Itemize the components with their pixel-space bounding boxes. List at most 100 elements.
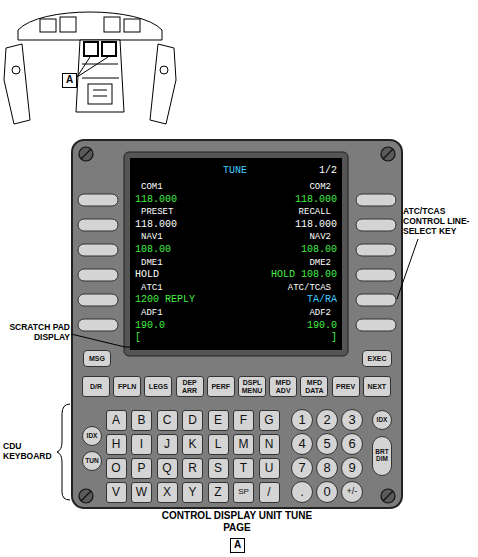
cockpit-sketch bbox=[160, 66, 168, 74]
key-label: A bbox=[234, 540, 241, 551]
key-label: Z bbox=[214, 486, 221, 499]
letter-key: N bbox=[259, 434, 280, 455]
key-label: B bbox=[137, 414, 145, 427]
screen-text: COM2 bbox=[237, 181, 331, 193]
function-key: MFD DATA bbox=[300, 376, 328, 397]
callout-label: CDU KEYBOARD bbox=[3, 441, 55, 461]
letter-key: B bbox=[131, 410, 152, 431]
letter-key: SP bbox=[233, 482, 254, 503]
key-label: 9 bbox=[348, 461, 355, 475]
letter-key: Z bbox=[208, 482, 229, 503]
key-label: F bbox=[240, 414, 247, 427]
screen-text: [ bbox=[135, 332, 235, 344]
key-label: U bbox=[265, 462, 274, 475]
number-key: 0 bbox=[316, 481, 338, 503]
function-key: NEXT bbox=[363, 376, 391, 397]
key-label: MSG bbox=[89, 355, 105, 362]
screws bbox=[79, 147, 395, 503]
key-label: 3 bbox=[348, 413, 355, 427]
letter-key: M bbox=[233, 434, 254, 455]
cdu-bezel bbox=[72, 140, 402, 508]
view-callout: A bbox=[62, 73, 77, 88]
key-label: A bbox=[112, 414, 120, 427]
cockpit-sketch bbox=[150, 44, 176, 124]
cockpit-sketch bbox=[104, 17, 120, 32]
letter-key: A bbox=[106, 410, 127, 431]
key-label: D/R bbox=[90, 383, 102, 390]
letter-key: / bbox=[259, 482, 280, 503]
screen-text: DME1 bbox=[141, 257, 241, 269]
letter-key: H bbox=[106, 434, 127, 455]
key-label: SP bbox=[238, 488, 249, 496]
key-label: R bbox=[188, 462, 197, 475]
key-label: IDX bbox=[87, 433, 98, 440]
leader-lines bbox=[57, 404, 70, 500]
key-label: 6 bbox=[348, 437, 355, 451]
number-key: 9 bbox=[341, 457, 363, 479]
letter-key: O bbox=[106, 458, 127, 479]
cdu-bezel bbox=[130, 158, 342, 350]
screen-text: HOLD bbox=[135, 269, 235, 281]
number-key: 7 bbox=[291, 457, 313, 479]
key-label: K bbox=[188, 438, 196, 451]
cockpit-sketch bbox=[4, 12, 176, 124]
page-number: 1/2 bbox=[237, 165, 337, 177]
screws bbox=[383, 491, 393, 501]
key-label: 4 bbox=[298, 437, 305, 451]
key-label: Q bbox=[162, 462, 171, 475]
key-label: LEGS bbox=[149, 383, 168, 390]
line-select-keys bbox=[78, 269, 118, 281]
screws bbox=[81, 149, 91, 159]
key-label: MFD ADV bbox=[270, 379, 296, 394]
number-key: 1 bbox=[291, 409, 313, 431]
letter-key: R bbox=[182, 458, 203, 479]
key-label: E bbox=[214, 414, 222, 427]
letter-key: Y bbox=[182, 482, 203, 503]
letter-key: G bbox=[259, 410, 280, 431]
letter-key: P bbox=[131, 458, 152, 479]
key-label: 1 bbox=[298, 413, 305, 427]
cockpit-sketch bbox=[102, 42, 116, 56]
key-label: BRT DIM bbox=[373, 449, 391, 463]
screen-text: TA/RA bbox=[237, 294, 337, 306]
key-label: NEXT bbox=[367, 383, 386, 390]
screws bbox=[381, 489, 395, 503]
key-label: TUN bbox=[85, 458, 98, 465]
letter-key: F bbox=[233, 410, 254, 431]
number-key: 4 bbox=[291, 433, 313, 455]
key-label: P bbox=[137, 462, 145, 475]
function-key: EXEC bbox=[362, 350, 392, 367]
line-select-keys bbox=[78, 219, 118, 231]
key-label: A bbox=[66, 75, 73, 86]
letter-key: L bbox=[208, 434, 229, 455]
screws bbox=[81, 491, 91, 501]
screen-text: 118.000 bbox=[237, 219, 337, 231]
key-label: IDX bbox=[377, 417, 388, 424]
screws bbox=[381, 147, 395, 161]
cockpit-sketch bbox=[76, 40, 124, 112]
line-select-keys bbox=[356, 269, 396, 281]
cockpit-sketch bbox=[12, 66, 20, 74]
key-label: V bbox=[112, 486, 120, 499]
key-label: 8 bbox=[323, 461, 330, 475]
cockpit-sketch bbox=[82, 78, 119, 79]
letter-key: X bbox=[157, 482, 178, 503]
line-select-keys bbox=[78, 319, 118, 331]
key-label: 7 bbox=[298, 461, 305, 475]
screen-text: ] bbox=[237, 332, 337, 344]
letter-key: J bbox=[157, 434, 178, 455]
number-key: 6 bbox=[341, 433, 363, 455]
number-key: 8 bbox=[316, 457, 338, 479]
letter-key: S bbox=[208, 458, 229, 479]
letter-key: U bbox=[259, 458, 280, 479]
screws bbox=[79, 147, 93, 161]
leader-lines bbox=[397, 239, 418, 299]
key-label: M bbox=[239, 438, 249, 451]
function-key: FPLN bbox=[113, 376, 141, 397]
cockpit-sketch bbox=[77, 57, 108, 77]
screen-text: RECALL bbox=[237, 206, 331, 218]
screen-text: 118.000 bbox=[135, 194, 235, 206]
key-label: . bbox=[300, 485, 304, 499]
cockpit-sketch bbox=[4, 44, 30, 124]
